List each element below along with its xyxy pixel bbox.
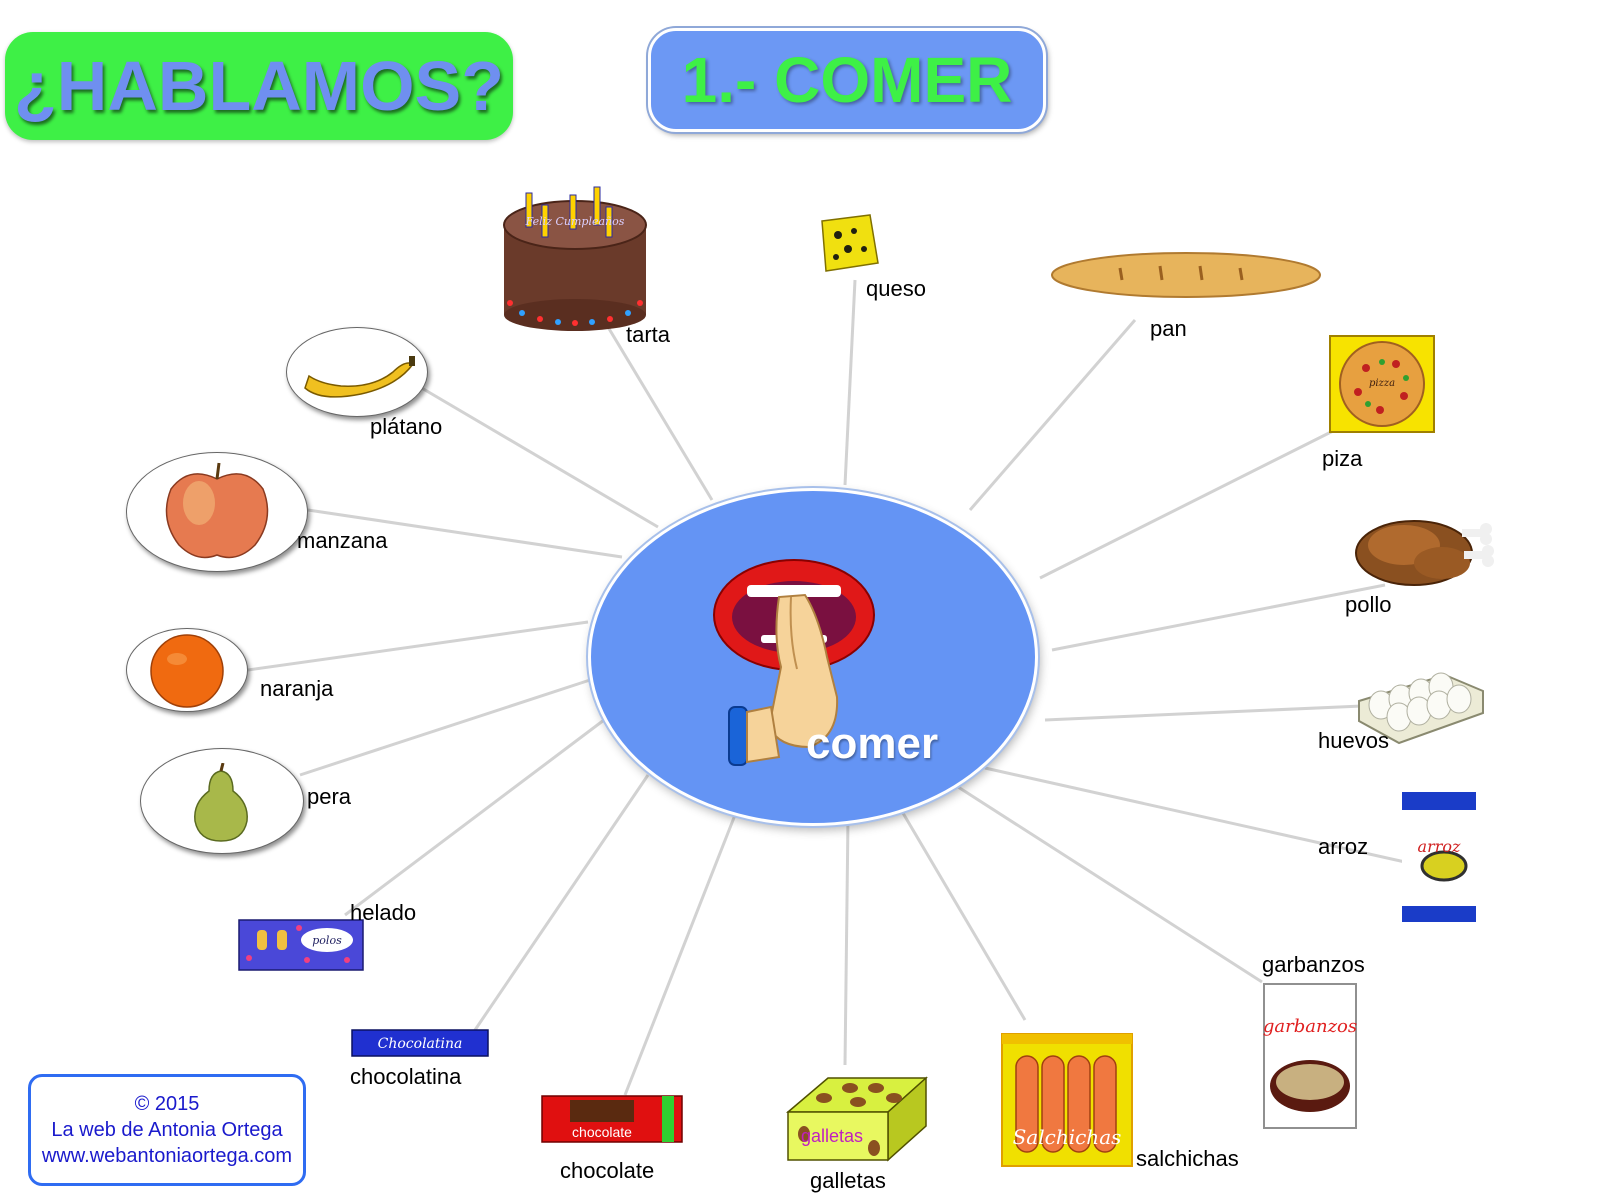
connector-manzana [307, 508, 623, 559]
chickpeas-jar-icon: garbanzos [1263, 983, 1357, 1129]
mouth-eating-icon [713, 559, 875, 766]
label-arroz: arroz [1318, 834, 1369, 859]
connector-arroz [984, 766, 1406, 864]
cake-text: Feliz Cumpleaños [525, 215, 625, 228]
label-pan: pan [1150, 316, 1187, 341]
hablamos-title-text: ¿HABLAMOS? [14, 47, 504, 125]
connector-chocolatina [473, 774, 650, 1031]
connector-helado [344, 718, 605, 917]
label-galletas: galletas [810, 1168, 886, 1193]
chocolatina-bar-icon: Chocolatina [351, 1029, 489, 1057]
connector-queso [843, 279, 857, 486]
cheese-icon [821, 214, 879, 272]
apple-icon [165, 462, 269, 559]
label-salchichas: salchichas [1136, 1146, 1239, 1171]
connector-piza [1039, 428, 1336, 580]
section-title-text: 1.- COMER [681, 44, 1013, 116]
connector-huevos [1044, 704, 1363, 722]
connector-garbanzos [954, 783, 1263, 984]
copyright-author[interactable]: La web de Antonia Ortega [51, 1119, 283, 1141]
connector-naranja [247, 620, 589, 672]
pear-icon [194, 763, 248, 842]
connector-pera [299, 678, 591, 777]
label-chocolate: chocolate [560, 1158, 655, 1183]
label-piza: piza [1322, 446, 1363, 471]
sausages-pack-icon: Salchichas [1001, 1033, 1133, 1167]
pizza-icon: pizza [1329, 335, 1435, 433]
label-naranja: naranja [260, 676, 334, 701]
connector-tarta [606, 326, 714, 501]
label-huevos: huevos [1318, 728, 1389, 753]
birthday-cake-icon: Feliz Cumpleaños [503, 186, 647, 331]
connector-galletas [843, 817, 850, 1066]
copyright-box: © 2015 La web de Antonia Ortega www.weba… [28, 1074, 306, 1186]
label-queso: queso [866, 276, 926, 301]
center-label: comer [806, 719, 939, 768]
hablamos-title: ¿HABLAMOS? [5, 32, 513, 140]
chocolate-bar-icon: chocolate [541, 1095, 683, 1143]
label-pera: pera [307, 784, 352, 809]
bread-loaf-icon [1051, 252, 1321, 298]
banana-oval [286, 327, 428, 417]
connector-salchichas [898, 807, 1027, 1021]
label-garbanzos: garbanzos [1262, 952, 1365, 977]
connector-platano [419, 385, 659, 529]
label-tarta: tarta [626, 322, 671, 347]
label-chocolatina: chocolatina [350, 1064, 462, 1089]
apple-oval [126, 452, 308, 572]
cookies-pack-text: galletas [801, 1126, 863, 1146]
sausages-pack-text: Salchichas [1013, 1125, 1122, 1149]
orange-oval [126, 628, 248, 712]
label-platano: plátano [370, 414, 443, 439]
label-manzana: manzana [297, 528, 388, 553]
chocolate-pack-text: chocolate [572, 1124, 632, 1140]
roast-chicken-icon [1355, 520, 1494, 586]
center-node: comer [588, 488, 1038, 826]
connector-pan [968, 319, 1137, 511]
connector-pollo [1051, 583, 1386, 652]
chickpeas-pack-text: garbanzos [1263, 1016, 1357, 1037]
pear-oval [140, 748, 304, 854]
chocolatina-pack-text: Chocolatina [378, 1036, 463, 1052]
connector-chocolate [623, 814, 737, 1096]
cookies-box-icon: galletas [785, 1076, 928, 1162]
orange-icon [150, 634, 224, 708]
label-helado: helado [350, 900, 417, 925]
section-title: 1.- COMER [648, 28, 1046, 132]
rice-package-icon: arroz [1402, 792, 1476, 922]
copyright-url[interactable]: www.webantoniaortega.com [41, 1145, 293, 1167]
ice-cream-box-icon: polos [238, 919, 364, 971]
egg-carton-icon [1358, 672, 1484, 745]
ice-cream-pack-text: polos [312, 934, 342, 947]
label-pollo: pollo [1345, 592, 1392, 617]
pizza-text: pizza [1369, 378, 1395, 389]
banana-icon [304, 356, 415, 398]
rice-pack-text: arroz [1418, 837, 1461, 856]
copyright-year: © 2015 [134, 1093, 200, 1115]
